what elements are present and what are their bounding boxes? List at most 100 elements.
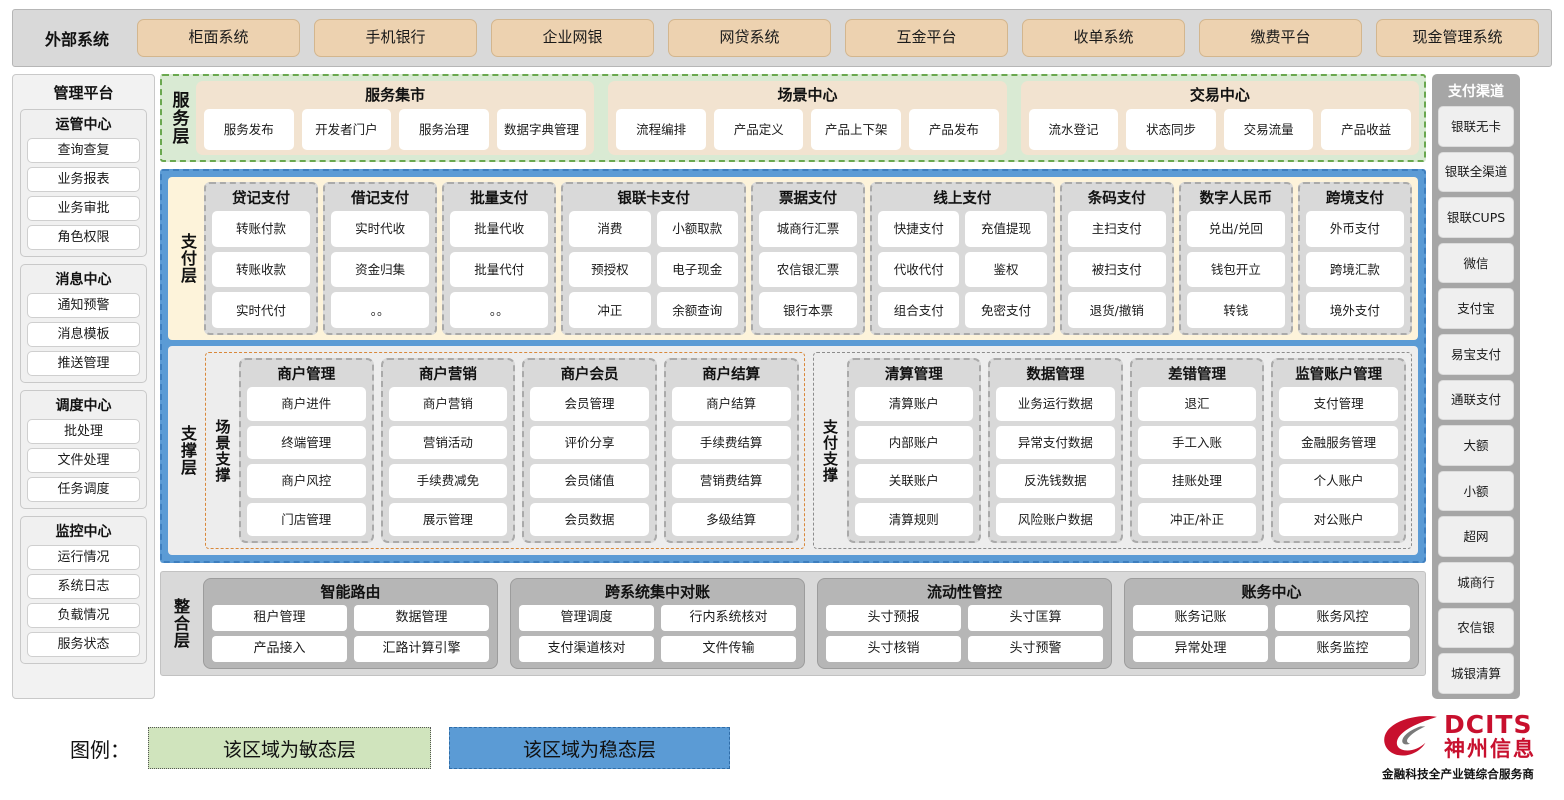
management-item-2-0[interactable]: 批处理 xyxy=(27,419,140,444)
integration-item-2-1-1[interactable]: 头寸预警 xyxy=(968,636,1103,662)
support-item-0-2-1[interactable]: 评价分享 xyxy=(530,425,649,459)
payment-item-0-1-0[interactable]: 转账收款 xyxy=(212,251,311,288)
support-item-1-3-2[interactable]: 个人账户 xyxy=(1279,464,1398,498)
support-item-1-2-0[interactable]: 退汇 xyxy=(1137,387,1257,421)
integration-item-2-0-1[interactable]: 头寸匡算 xyxy=(968,605,1103,631)
management-item-1-0[interactable]: 通知预警 xyxy=(27,293,140,318)
payment-item-1-2-0[interactable]: 。。 xyxy=(331,292,430,329)
payment-item-3-0-1[interactable]: 小额取款 xyxy=(656,211,738,247)
integration-item-0-0-1[interactable]: 数据管理 xyxy=(354,605,489,631)
integration-item-0-1-0[interactable]: 产品接入 xyxy=(212,636,347,662)
integration-item-0-1-1[interactable]: 汇路计算引擎 xyxy=(354,636,489,662)
management-item-1-1[interactable]: 消息模板 xyxy=(27,322,140,347)
payment-channel-item-5[interactable]: 易宝支付 xyxy=(1438,334,1514,375)
support-item-1-0-0[interactable]: 清算账户 xyxy=(854,387,974,421)
payment-item-3-2-1[interactable]: 余额查询 xyxy=(656,292,738,329)
integration-item-2-0-0[interactable]: 头寸预报 xyxy=(826,605,961,631)
payment-item-8-1-0[interactable]: 跨境汇款 xyxy=(1305,251,1404,288)
service-item-2-2[interactable]: 交易流量 xyxy=(1223,109,1314,150)
support-item-0-0-3[interactable]: 门店管理 xyxy=(247,502,366,536)
payment-item-7-1-0[interactable]: 钱包开立 xyxy=(1186,251,1285,288)
payment-item-4-2-0[interactable]: 银行本票 xyxy=(758,292,858,329)
external-system-chip-0[interactable]: 柜面系统 xyxy=(137,19,300,57)
payment-channel-item-11[interactable]: 农信银 xyxy=(1438,607,1514,649)
payment-item-5-0-0[interactable]: 快捷支付 xyxy=(878,211,960,247)
service-item-1-2[interactable]: 产品上下架 xyxy=(811,109,902,150)
payment-item-3-0-0[interactable]: 消费 xyxy=(569,211,651,247)
payment-item-5-0-1[interactable]: 充值提现 xyxy=(965,211,1047,247)
external-system-chip-1[interactable]: 手机银行 xyxy=(314,19,477,57)
management-item-0-2[interactable]: 业务审批 xyxy=(27,196,140,221)
payment-item-7-0-0[interactable]: 兑出/兑回 xyxy=(1186,211,1285,247)
payment-item-3-1-0[interactable]: 预授权 xyxy=(569,251,651,288)
support-item-1-0-1[interactable]: 内部账户 xyxy=(854,425,974,459)
service-item-0-2[interactable]: 服务治理 xyxy=(399,109,489,150)
payment-channel-item-7[interactable]: 大额 xyxy=(1438,425,1514,466)
payment-item-6-2-0[interactable]: 退货/撤销 xyxy=(1067,292,1166,329)
management-item-2-2[interactable]: 任务调度 xyxy=(27,477,140,502)
service-item-0-3[interactable]: 数据字典管理 xyxy=(496,109,587,150)
support-item-0-2-2[interactable]: 会员储值 xyxy=(530,464,649,498)
payment-item-0-0-0[interactable]: 转账付款 xyxy=(212,211,311,247)
external-system-chip-5[interactable]: 收单系统 xyxy=(1022,19,1185,57)
support-item-1-2-1[interactable]: 手工入账 xyxy=(1137,425,1257,459)
integration-item-3-1-1[interactable]: 账务监控 xyxy=(1275,636,1410,662)
integration-item-1-0-0[interactable]: 管理调度 xyxy=(519,605,654,631)
payment-channel-item-4[interactable]: 支付宝 xyxy=(1438,288,1514,330)
management-item-0-1[interactable]: 业务报表 xyxy=(27,167,140,192)
payment-item-8-2-0[interactable]: 境外支付 xyxy=(1305,292,1404,329)
service-item-1-3[interactable]: 产品发布 xyxy=(909,109,999,150)
integration-item-1-0-1[interactable]: 行内系统核对 xyxy=(661,605,796,631)
payment-item-7-2-0[interactable]: 转钱 xyxy=(1186,292,1285,329)
payment-item-5-2-0[interactable]: 组合支付 xyxy=(878,292,960,329)
service-item-2-1[interactable]: 状态同步 xyxy=(1126,109,1216,150)
payment-item-0-2-0[interactable]: 实时代付 xyxy=(212,292,311,329)
support-item-1-3-1[interactable]: 金融服务管理 xyxy=(1279,425,1398,459)
integration-item-3-0-1[interactable]: 账务风控 xyxy=(1275,605,1410,631)
payment-item-4-0-0[interactable]: 城商行汇票 xyxy=(758,211,858,247)
payment-item-2-2-0[interactable]: 。。 xyxy=(450,292,549,329)
integration-item-3-0-0[interactable]: 账务记账 xyxy=(1133,605,1268,631)
support-item-0-0-2[interactable]: 商户风控 xyxy=(247,464,366,498)
support-item-0-3-2[interactable]: 营销费结算 xyxy=(671,464,791,498)
external-system-chip-3[interactable]: 网贷系统 xyxy=(668,19,831,57)
payment-channel-item-2[interactable]: 银联CUPS xyxy=(1438,197,1514,238)
support-item-0-3-1[interactable]: 手续费结算 xyxy=(671,425,791,459)
support-item-0-3-3[interactable]: 多级结算 xyxy=(671,502,791,536)
payment-channel-item-8[interactable]: 小额 xyxy=(1438,470,1514,512)
payment-item-5-2-1[interactable]: 免密支付 xyxy=(965,292,1047,329)
support-item-1-2-2[interactable]: 挂账处理 xyxy=(1137,464,1257,498)
payment-channel-item-0[interactable]: 银联无卡 xyxy=(1438,106,1514,147)
integration-item-1-1-1[interactable]: 文件传输 xyxy=(661,636,796,662)
management-item-3-0[interactable]: 运行情况 xyxy=(27,545,140,570)
support-item-1-3-0[interactable]: 支付管理 xyxy=(1279,387,1398,421)
service-item-2-0[interactable]: 流水登记 xyxy=(1028,109,1119,150)
payment-channel-item-6[interactable]: 通联支付 xyxy=(1438,379,1514,421)
payment-item-2-1-0[interactable]: 批量代付 xyxy=(450,251,549,288)
support-item-0-1-3[interactable]: 展示管理 xyxy=(388,502,508,536)
external-system-chip-2[interactable]: 企业网银 xyxy=(491,19,654,57)
integration-item-1-1-0[interactable]: 支付渠道核对 xyxy=(519,636,654,662)
integration-item-0-0-0[interactable]: 租户管理 xyxy=(212,605,347,631)
payment-item-8-0-0[interactable]: 外币支付 xyxy=(1305,211,1404,247)
external-system-chip-4[interactable]: 互金平台 xyxy=(845,19,1008,57)
service-item-0-0[interactable]: 服务发布 xyxy=(204,109,294,150)
support-item-0-0-0[interactable]: 商户进件 xyxy=(247,387,366,421)
payment-item-3-1-1[interactable]: 电子现金 xyxy=(656,251,738,288)
support-item-0-0-1[interactable]: 终端管理 xyxy=(247,425,366,459)
support-item-1-0-3[interactable]: 清算规则 xyxy=(854,502,974,536)
payment-channel-item-9[interactable]: 超网 xyxy=(1438,516,1514,558)
payment-item-3-2-0[interactable]: 冲正 xyxy=(569,292,651,329)
integration-item-2-1-0[interactable]: 头寸核销 xyxy=(826,636,961,662)
payment-channel-item-12[interactable]: 城银清算 xyxy=(1438,653,1514,694)
payment-item-5-1-1[interactable]: 鉴权 xyxy=(965,251,1047,288)
payment-channel-item-10[interactable]: 城商行 xyxy=(1438,562,1514,603)
support-item-0-1-1[interactable]: 营销活动 xyxy=(388,425,508,459)
service-item-1-0[interactable]: 流程编排 xyxy=(616,109,706,150)
support-item-1-0-2[interactable]: 关联账户 xyxy=(854,464,974,498)
support-item-1-2-3[interactable]: 冲正/补正 xyxy=(1137,502,1257,536)
payment-item-6-1-0[interactable]: 被扫支付 xyxy=(1067,251,1166,288)
payment-item-2-0-0[interactable]: 批量代收 xyxy=(450,211,549,247)
support-item-0-2-0[interactable]: 会员管理 xyxy=(530,387,649,421)
management-item-3-3[interactable]: 服务状态 xyxy=(27,632,140,657)
